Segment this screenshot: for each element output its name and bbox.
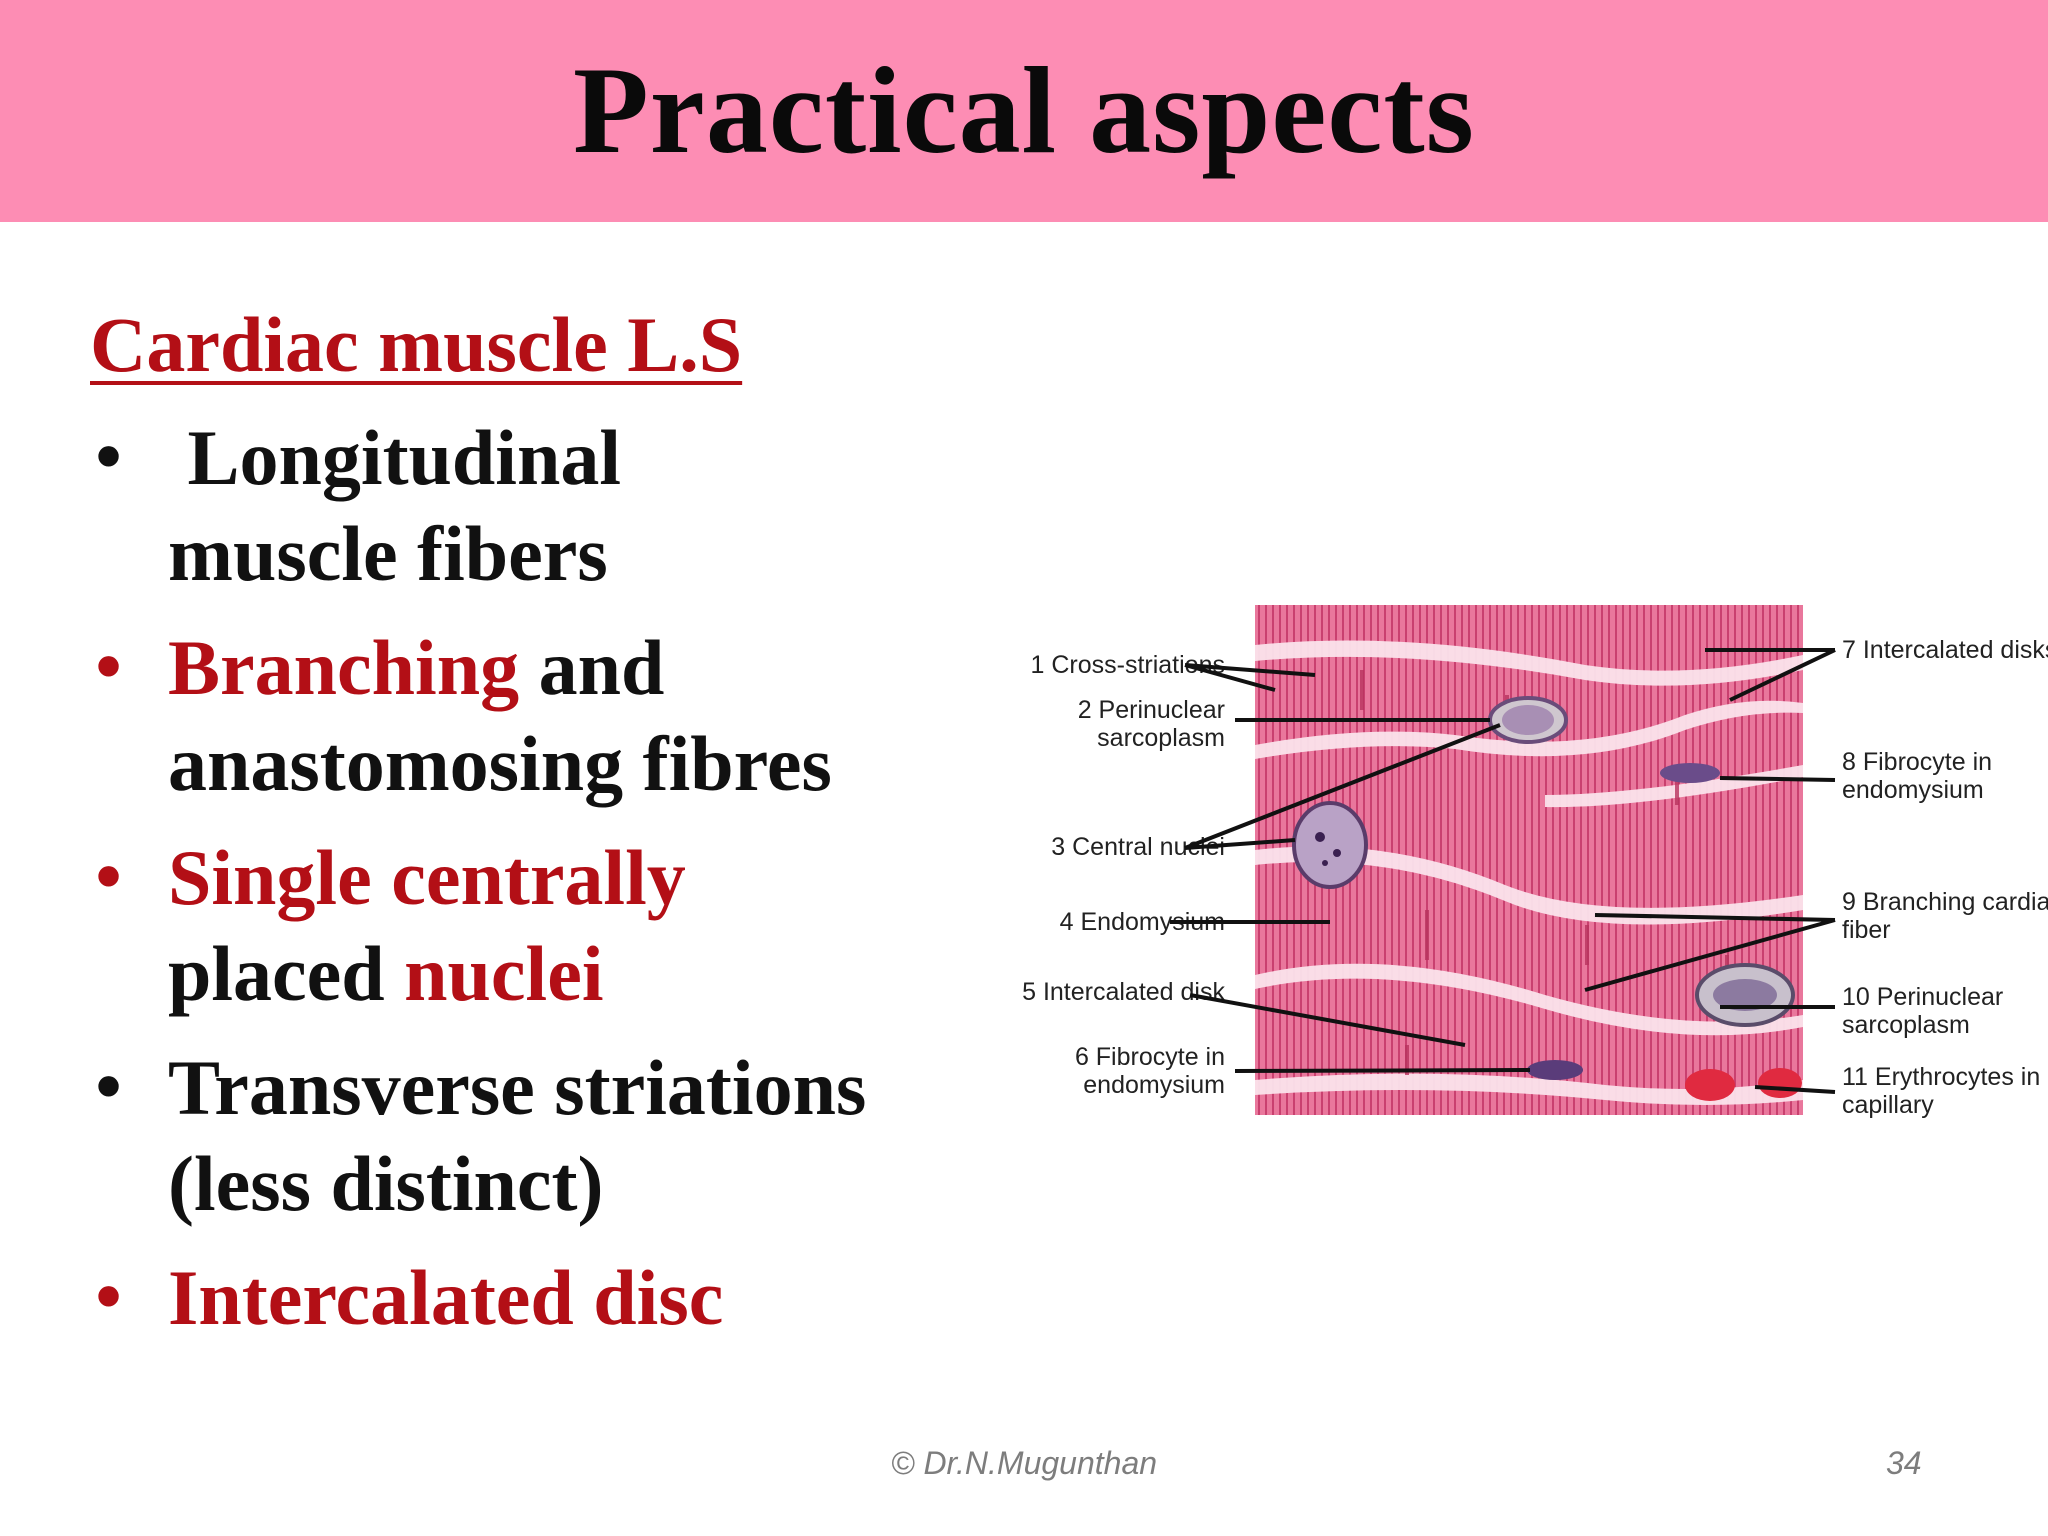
bullet-line: Single centrally <box>168 830 970 926</box>
figure-label-line: sarcoplasm <box>1842 1011 1970 1039</box>
figure-label-line: 5 Intercalated disk <box>1022 978 1225 1006</box>
figure-label-line: capillary <box>1842 1091 1934 1119</box>
bullet-marker: • <box>90 424 128 492</box>
histology-micrograph <box>1255 605 1803 1115</box>
bullet-line: placed nuclei <box>168 926 970 1022</box>
bullet-text-highlight: nuclei <box>404 930 604 1017</box>
bullet-text: Longitudinal <box>168 414 622 501</box>
slide-title: Practical aspects <box>573 42 1475 179</box>
section-heading: Cardiac muscle L.S <box>90 301 743 388</box>
figure-label: 7 Intercalated disks <box>1842 636 2048 664</box>
bullet-text: anastomosing fibres <box>168 720 832 807</box>
bullet-text-highlight: Intercalated disc <box>168 1254 724 1341</box>
bullet-text-highlight: Single centrally <box>168 834 686 921</box>
bullet-list: • Longitudinal muscle fibers • Branching an… <box>90 410 970 1364</box>
bullet-text: placed <box>168 930 405 1017</box>
bullet-item: • Longitudinal muscle fibers <box>90 410 970 602</box>
page-number: 34 <box>1886 1445 1922 1481</box>
figure-label-line: sarcoplasm <box>1097 724 1225 752</box>
bullet-text-highlight: Branching <box>168 624 520 711</box>
figure-label-line: endomysium <box>1842 776 1984 804</box>
figure-label-line: 8 Fibrocyte in <box>1842 748 1992 776</box>
bullet-line: Transverse striations <box>168 1040 970 1136</box>
bullet-item: • Transverse striations (less distinct) <box>90 1040 970 1232</box>
figure-label-line: 7 Intercalated disks <box>1842 636 2048 664</box>
figure-label-line: 10 Perinuclear <box>1842 983 2003 1011</box>
bullet-marker: • <box>90 634 128 702</box>
bullet-line: anastomosing fibres <box>168 716 970 812</box>
bullet-text: Transverse striations <box>168 1044 867 1131</box>
bullet-marker: • <box>90 1264 128 1332</box>
bullet-line: Longitudinal <box>168 410 970 506</box>
title-bar <box>0 0 2048 222</box>
figure-label-line: 6 Fibrocyte in <box>1075 1043 1225 1071</box>
figure-label-line: 9 Branching cardiac <box>1842 888 2048 916</box>
bullet-line: Intercalated disc <box>168 1250 970 1346</box>
bullet-marker: • <box>90 1054 128 1122</box>
figure-label-line: fiber <box>1842 916 1891 944</box>
bullet-text: (less distinct) <box>168 1140 604 1227</box>
bullet-text: muscle fibers <box>168 510 608 597</box>
bullet-item: • Intercalated disc <box>90 1250 970 1346</box>
footer-copyright: © Dr.N.Mugunthan <box>890 1445 1158 1481</box>
bullet-text: and <box>519 624 665 711</box>
bullet-line: (less distinct) <box>168 1136 970 1232</box>
figure-label-line: 2 Perinuclear <box>1078 696 1225 724</box>
leader-lines <box>1170 648 1836 1094</box>
bullet-marker: • <box>90 844 128 912</box>
bullet-line: muscle fibers <box>168 506 970 602</box>
figure-label: 5 Intercalated disk <box>1022 978 1225 1006</box>
figure-label-line: 11 Erythrocytes in <box>1842 1063 2040 1091</box>
bullet-line: Branching and <box>168 620 970 716</box>
figure-label-line: endomysium <box>1083 1071 1225 1099</box>
